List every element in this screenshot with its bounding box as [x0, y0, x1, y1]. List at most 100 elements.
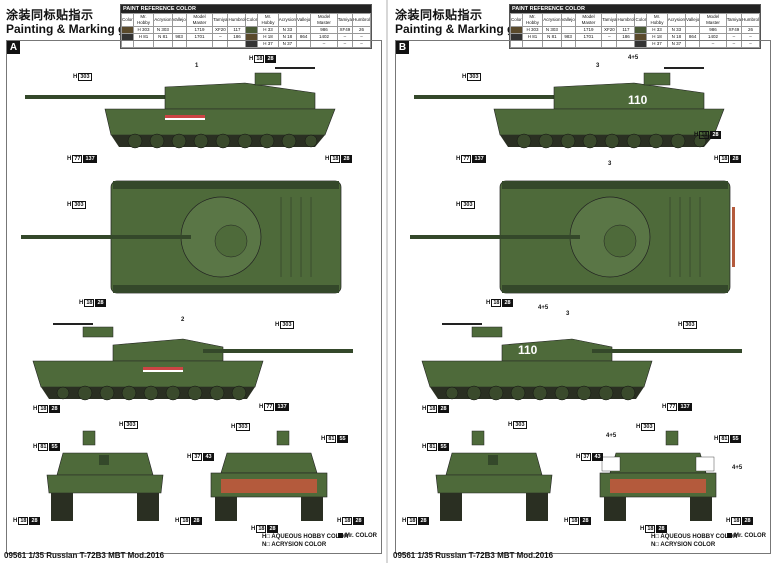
col-color-r: Color [245, 13, 259, 27]
marking-number: 4+5 [606, 433, 617, 439]
color-legend: H□ AQUEOUS HOBBY COLOR N□ ACRYSION COLOR [262, 533, 348, 549]
square-bullet-icon [727, 533, 732, 538]
tank-front-view [435, 430, 553, 521]
footer-model-info: 09561 1/35 Russian T-72B3 MBT Mod.2016 [4, 551, 165, 560]
tank-top-view [21, 180, 342, 294]
col-vallejo-r: Vallejo [296, 13, 312, 27]
sheet-divider [386, 0, 388, 563]
tank-rear-view [210, 430, 328, 521]
title-chinese: 涂装同标贴指示 [6, 8, 94, 22]
col-vallejo: Vallejo [171, 13, 187, 27]
col-acrysion: Acrysion [153, 13, 173, 27]
swatch [121, 26, 134, 34]
swatch [245, 40, 259, 48]
legend-mr-color: Mr. COLOR [338, 533, 377, 539]
col-tamiya-r: Tamiya [336, 13, 353, 27]
title-english: Painting & Marking guide [395, 22, 540, 36]
sheet-a: 涂装同标贴指示 Painting & Marking guide PAINT R… [0, 0, 385, 563]
legend-aqueous: H□ AQUEOUS HOBBY COLOR [651, 534, 738, 540]
marking-number: 3 [596, 63, 600, 69]
col-mrhobby: Mr. Hobby [132, 13, 155, 27]
tank-top-view [410, 180, 735, 294]
marking-number: 2 [181, 317, 185, 323]
tank-front-view [46, 430, 164, 521]
col-color: Color [121, 13, 134, 27]
col-mrhobby-r: Mr. Hobby [257, 13, 279, 27]
swatch [245, 26, 259, 34]
footer-model-info: 09561 1/35 Russian T-72B3 MBT Mod.2016 [393, 551, 554, 560]
marking-number: 1 [195, 63, 199, 69]
turret-number: 110 [518, 343, 538, 357]
paint-reference-header: PAINT REFERENCE COLOR [510, 5, 760, 13]
col-modelmaster: Model Master [185, 13, 214, 27]
tank-side-view-right [421, 323, 742, 401]
legend-mr-color: Mr. COLOR [727, 533, 766, 539]
title-chinese: 涂装同标贴指示 [395, 8, 483, 22]
sheet-b: 涂装同标贴指示 Painting & Marking guide PAINT R… [389, 0, 774, 563]
col-humbrol: Humbrol [227, 13, 247, 27]
legend-acrysion: N□ ACRYSION COLOR [262, 542, 327, 548]
col-humbrol-r: Humbrol [351, 13, 372, 27]
marking-number: 4+5 [628, 55, 639, 61]
marking-number: 4+5 [732, 465, 743, 471]
square-bullet-icon [338, 533, 343, 538]
tank-side-view-left [414, 67, 725, 149]
turret-number: 110 [628, 93, 648, 107]
swatch [634, 40, 648, 48]
col-modelmaster-r: Model Master [310, 13, 338, 27]
col-tamiya: Tamiya [212, 13, 229, 27]
variant-letter: B [396, 41, 409, 54]
tank-side-view-left [25, 67, 336, 149]
col-acrysion-r: Acrysion [277, 13, 298, 27]
legend-acrysion: N□ ACRYSION COLOR [651, 542, 716, 548]
marking-number: 4+5 [538, 305, 549, 311]
variant-letter: A [7, 41, 20, 54]
tank-rear-view [599, 430, 717, 521]
color-legend: H□ AQUEOUS HOBBY COLOR N□ ACRYSION COLOR [651, 533, 737, 549]
marking-number: 3 [566, 311, 570, 317]
tank-side-view-right [32, 323, 353, 401]
swatch [510, 26, 523, 34]
legend-aqueous: H□ AQUEOUS HOBBY COLOR [262, 534, 349, 540]
